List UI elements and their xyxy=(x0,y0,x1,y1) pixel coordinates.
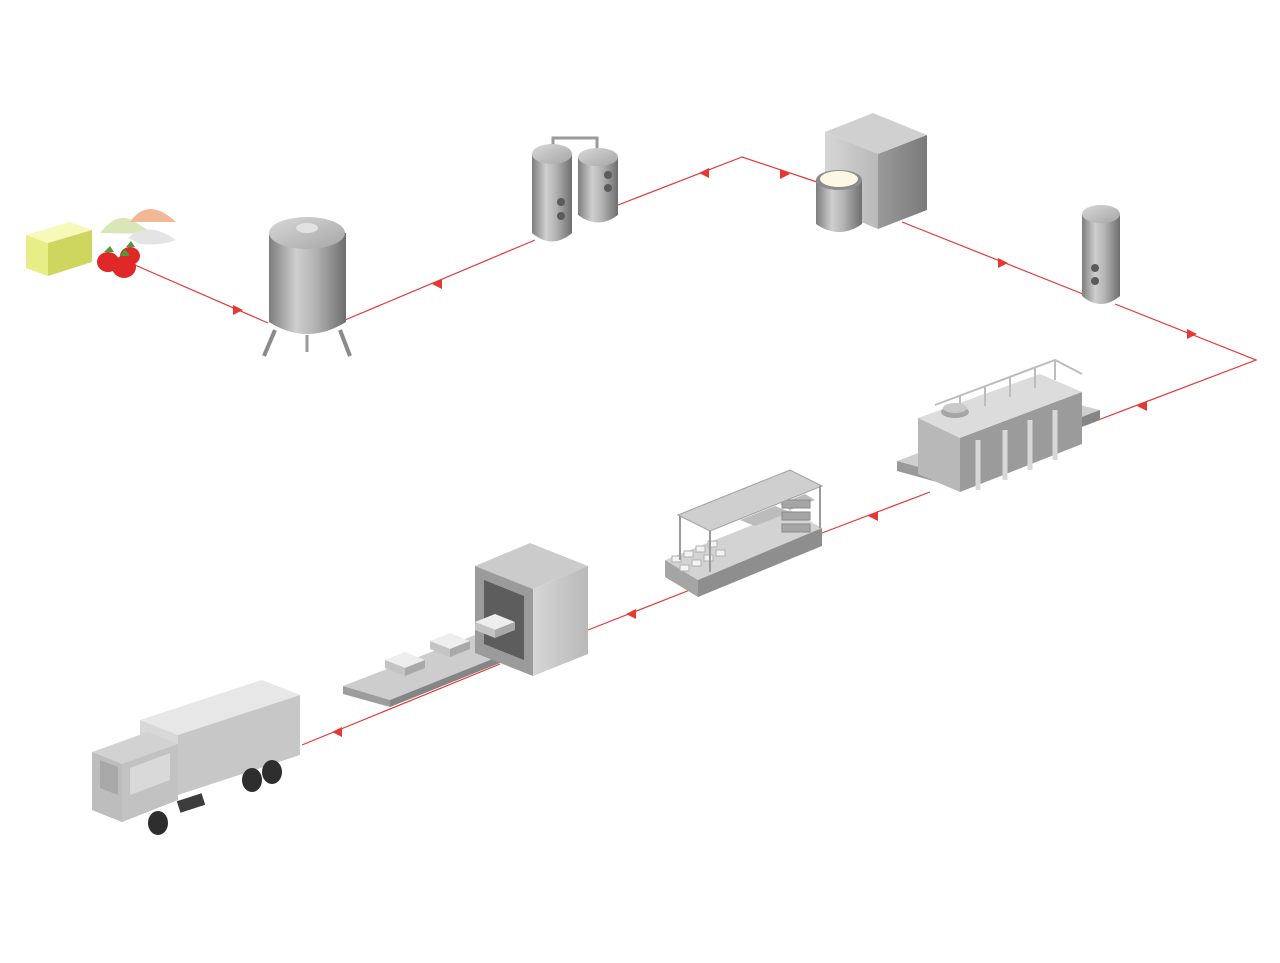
arrow-marker xyxy=(1137,401,1147,411)
flow-line-ingredients-to-tank xyxy=(127,261,269,324)
arrow-marker xyxy=(233,305,243,315)
twin-tank-icon xyxy=(532,136,618,242)
filling-line-icon xyxy=(897,358,1100,492)
raw-ingredients-icon xyxy=(26,209,176,278)
flow-arrows xyxy=(233,168,1197,737)
mixing-tank-icon xyxy=(262,217,352,357)
arrow-marker xyxy=(868,511,878,521)
arrow-marker xyxy=(699,168,709,178)
flow-line-twin-to-freezer xyxy=(617,156,821,206)
arrow-marker xyxy=(998,258,1008,268)
hardening-tunnel-icon xyxy=(343,543,588,707)
ice-cream-tub-icon xyxy=(385,614,515,676)
flow-line-ageing-to-filling xyxy=(1084,303,1258,426)
arrow-marker xyxy=(432,279,442,289)
flow-line-packing-to-tunnel xyxy=(587,587,696,631)
arrow-marker xyxy=(332,727,342,737)
ageing-tank-icon xyxy=(1082,205,1120,304)
truck-icon xyxy=(92,680,300,835)
arrow-marker xyxy=(780,169,790,179)
arrow-marker xyxy=(1187,329,1197,339)
strawberry-icon xyxy=(97,241,140,278)
arrow-marker xyxy=(626,609,636,619)
continuous-freezer-icon xyxy=(816,113,927,232)
packing-station-icon xyxy=(665,469,824,597)
flow-line-freezer-to-ageing xyxy=(901,221,1089,297)
